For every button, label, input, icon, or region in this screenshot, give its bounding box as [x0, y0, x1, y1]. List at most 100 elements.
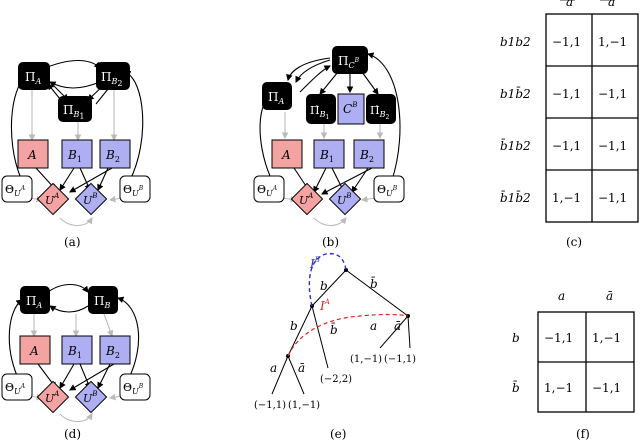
svg-text:B2: B2	[105, 344, 120, 360]
svg-text:B1: B1	[67, 148, 82, 164]
svg-text:ΠB2: ΠB2	[101, 70, 122, 88]
caption-b: (b)	[322, 235, 339, 249]
f-cell: 1,−1	[592, 331, 621, 345]
c-cell: −1,1	[598, 87, 627, 101]
svg-text:A: A	[29, 344, 39, 358]
f-cell: 1,−1	[544, 381, 573, 395]
c-cell: −1,1	[552, 35, 581, 49]
pi-b-node-d	[88, 286, 118, 314]
ub-node-b	[328, 182, 362, 216]
info-set-b	[308, 252, 347, 307]
payoff: (−2,2)	[320, 374, 352, 385]
c-row-header-3: b̄1b2	[500, 137, 531, 153]
b1-node-d	[61, 335, 93, 365]
svg-text:UB: UB	[337, 192, 351, 207]
edge-label: b	[290, 319, 298, 333]
info-label-b: IB	[309, 256, 320, 271]
pi-a-node-b	[262, 82, 292, 110]
caption-f: (f)	[576, 427, 590, 441]
theta-ub-node-d	[119, 373, 151, 401]
panel-e-tree: IB IA b b̄ b b̄ a ā a ā (−1,1) (1,−1) (−…	[254, 252, 416, 441]
theta-ua-node-d	[1, 373, 33, 401]
svg-text:ΘUB: ΘUB	[123, 381, 144, 396]
cb-node	[337, 93, 365, 125]
c-col-header-2: a	[608, 0, 615, 9]
f-cell: −1,1	[544, 331, 573, 345]
ua-node-b	[290, 182, 324, 216]
theta-ub-node-b	[373, 175, 405, 203]
svg-text:UB: UB	[83, 192, 97, 207]
f-cell: −1,1	[592, 381, 621, 395]
edge-label: ā	[394, 319, 401, 333]
edge-label: a	[370, 319, 377, 333]
panel-a: ΠA ΠB2 ΠB1 A B1 B2 ΘUA ΘUB UA UB (a)	[1, 59, 151, 249]
svg-text:ΠCB: ΠCB	[338, 54, 360, 70]
b1-node-b	[313, 139, 345, 169]
theta-ua-node	[1, 175, 33, 203]
c-row-header-2: b1b̄2	[500, 85, 531, 101]
svg-text:ΘUA: ΘUA	[257, 183, 278, 198]
svg-text:CB: CB	[343, 101, 357, 116]
caption-c: (c)	[566, 235, 582, 249]
edge-label: b	[320, 279, 328, 293]
edge-label: a	[270, 361, 277, 375]
b1-node	[61, 139, 93, 169]
payoff: (−1,1)	[384, 354, 416, 365]
svg-text:B2: B2	[359, 148, 374, 164]
ua-node	[36, 182, 70, 216]
pi-b1-node-b	[306, 94, 336, 124]
c-col-header-1: a	[566, 0, 573, 9]
svg-text:A: A	[281, 148, 291, 162]
b2-node-b	[353, 139, 385, 169]
svg-text:ΠB1: ΠB1	[63, 103, 84, 121]
svg-text:ΘUA: ΘUA	[5, 183, 26, 198]
c-cell: −1,1	[552, 87, 581, 101]
panel-f-matrix: a ā b b̄ −1,1 1,−1 1,−1 −1,1 (f)	[512, 289, 635, 441]
pi-a-node-d	[20, 286, 50, 314]
caption-d: (d)	[64, 427, 81, 441]
c-cell: −1,1	[598, 191, 627, 205]
caption-a: (a)	[64, 235, 81, 249]
b2-node-d	[99, 335, 131, 365]
edge-label: b̄	[330, 321, 338, 337]
pi-a-node	[18, 62, 50, 90]
payoff: (1,−1)	[288, 400, 320, 411]
panel-d: ΠA ΠB A B1 B2 ΘUA ΘUB UA UB (d)	[1, 283, 151, 441]
payoff: (1,−1)	[350, 354, 382, 365]
c-cell: 1,−1	[598, 35, 627, 49]
svg-text:B1: B1	[67, 344, 82, 360]
ub-node-d	[74, 380, 108, 414]
c-row-header-4: b̄1b̄2	[500, 189, 531, 205]
pi-b2-node	[96, 62, 130, 90]
svg-text:UA: UA	[45, 192, 59, 207]
info-set-a	[287, 313, 409, 357]
svg-text:A: A	[27, 148, 37, 162]
svg-text:B1: B1	[319, 148, 334, 164]
caption-e: (e)	[330, 427, 346, 441]
info-label-a: IA	[319, 298, 330, 313]
svg-text:ΠA: ΠA	[25, 70, 41, 86]
edge-label: b̄	[370, 275, 378, 291]
f-row-header-2: b̄	[512, 379, 520, 395]
svg-text:UB: UB	[83, 390, 97, 405]
pi-cb-node	[332, 46, 368, 74]
f-col-header-1: a	[558, 289, 565, 303]
svg-text:UA: UA	[45, 390, 59, 405]
ub-node	[74, 182, 108, 216]
theta-ub-node	[119, 175, 151, 203]
c-cell: −1,1	[598, 139, 627, 153]
f-row-header-1: b	[512, 331, 520, 345]
b2-node	[99, 139, 131, 169]
a-node	[17, 139, 49, 169]
pi-b2-node-b	[366, 94, 396, 124]
ua-node-d	[36, 380, 70, 414]
c-cell: 1,−1	[552, 191, 581, 205]
payoff: (−1,1)	[254, 400, 286, 411]
f-col-header-2: ā	[606, 289, 613, 303]
c-cell: −1,1	[552, 139, 581, 153]
svg-text:ΘUB: ΘUB	[123, 183, 144, 198]
svg-text:ΘUB: ΘUB	[377, 183, 398, 198]
svg-text:UA: UA	[299, 192, 313, 207]
panel-b: ΠCB ΠA Π̇B1 CB Π̇B2 A B1 B2 ΘUA ΘUB UA U…	[253, 46, 405, 249]
